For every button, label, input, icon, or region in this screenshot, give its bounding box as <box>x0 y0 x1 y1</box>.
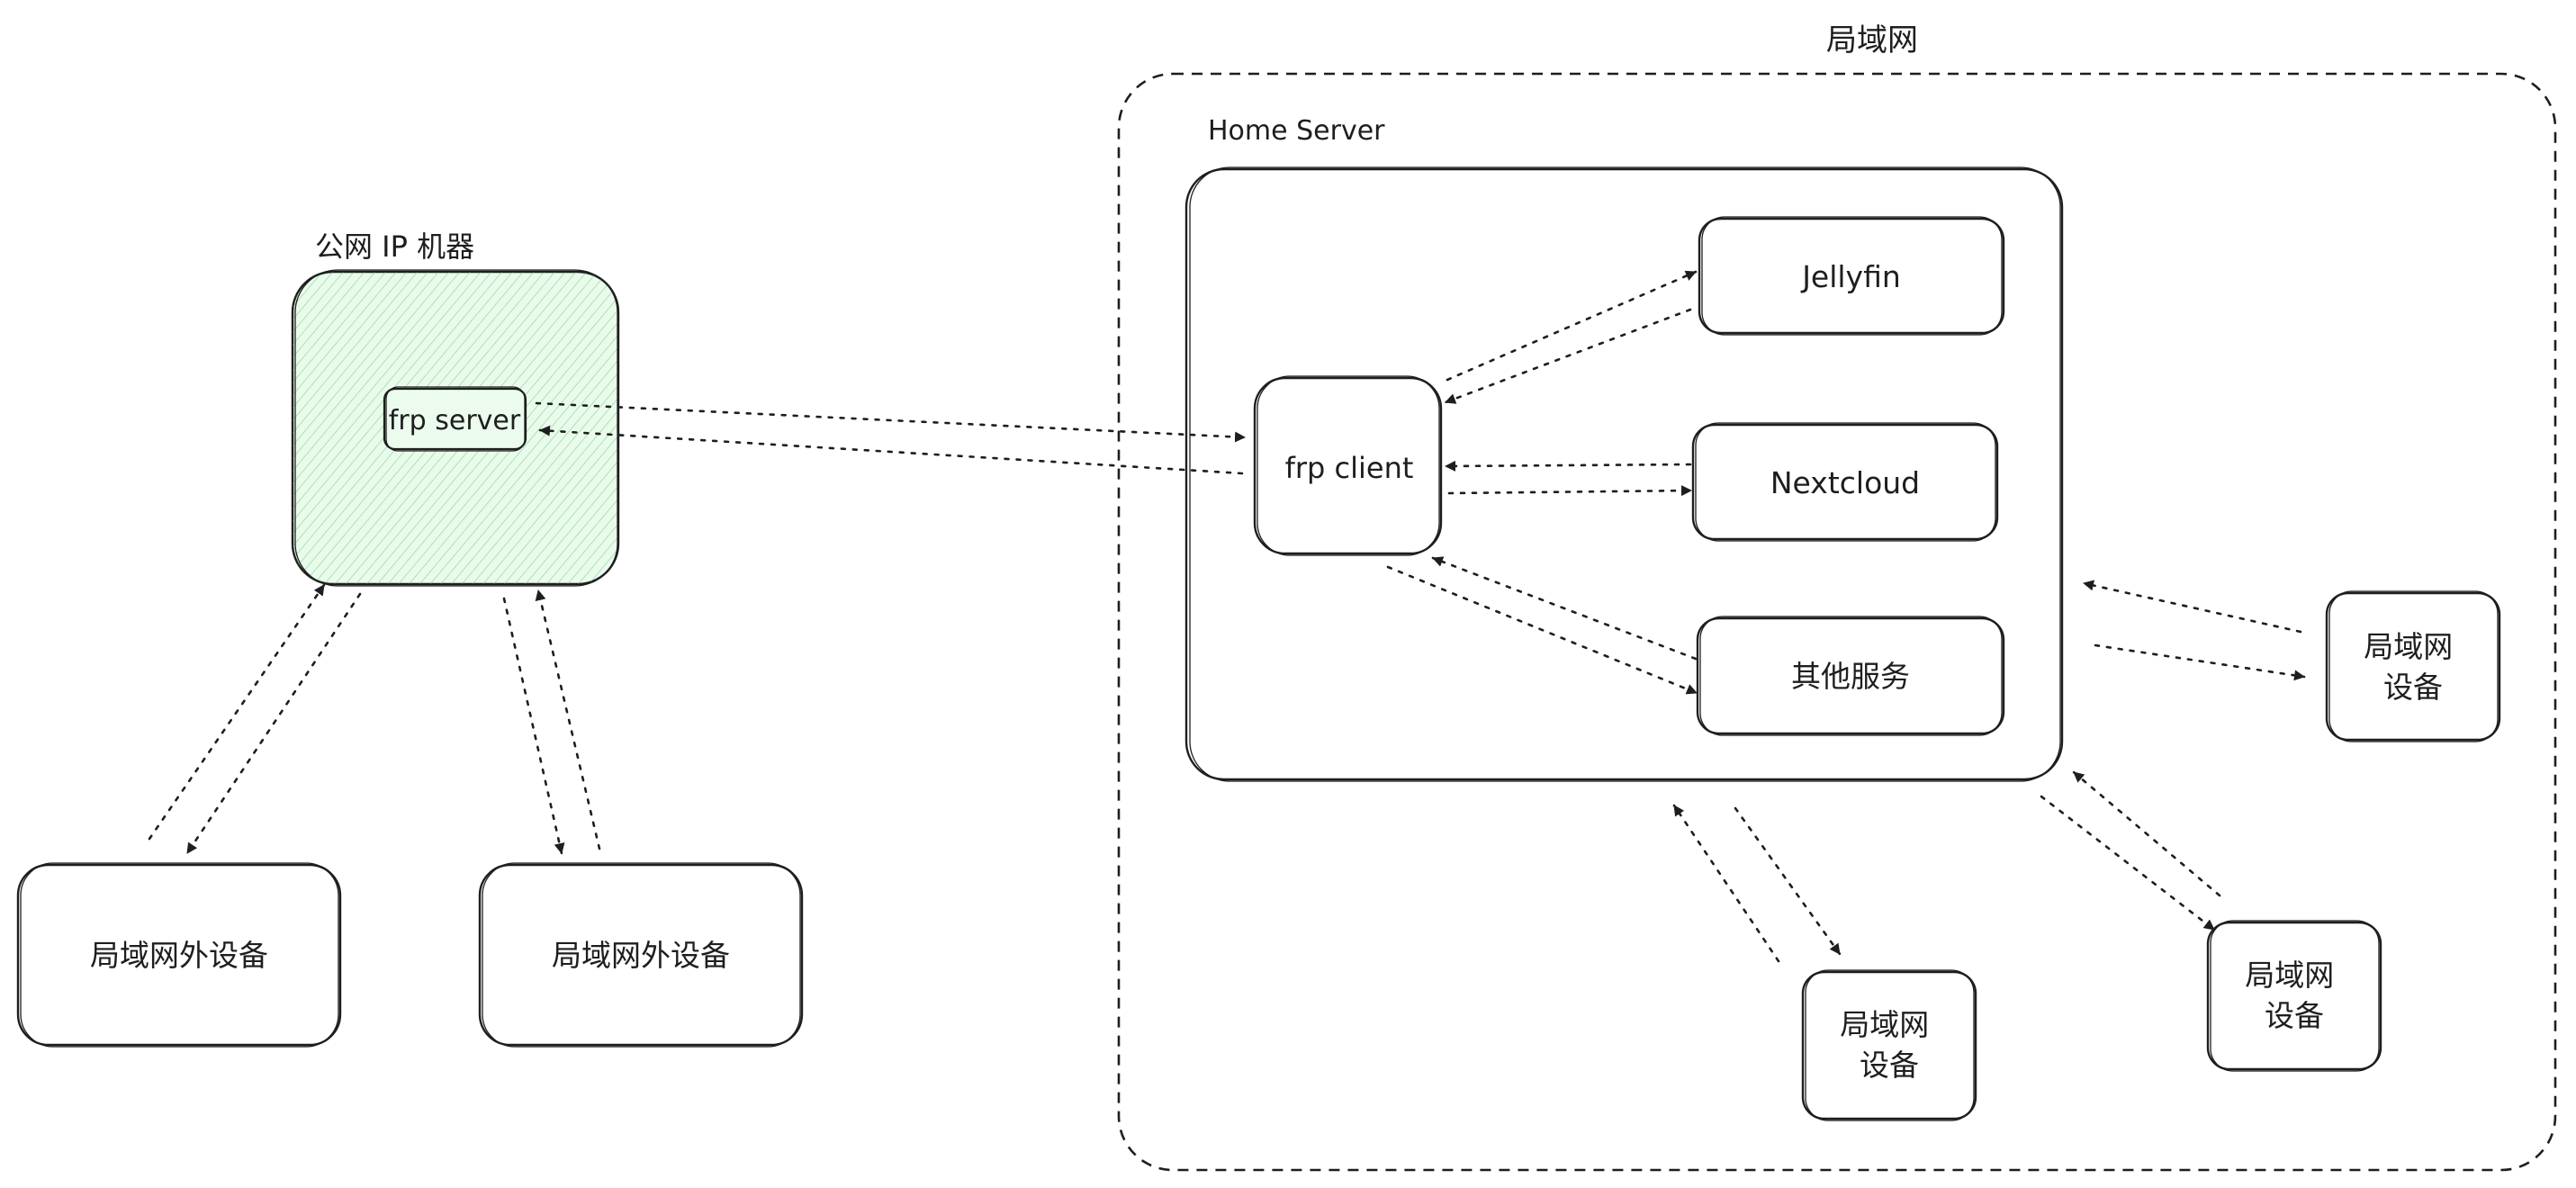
lan-device-bottom-right-line-1: 局域网 <box>2245 958 2334 993</box>
external-device-2[interactable]: 局域网外设备 <box>478 862 804 1048</box>
frp-server-label: frp server <box>389 405 521 436</box>
external-device-1-box-sketch <box>20 862 339 1048</box>
lan-device-bottom-line-2: 设备 <box>1860 1048 1919 1083</box>
public-machine-box-sketch <box>294 269 618 587</box>
home-server-box-sketch <box>1189 166 2061 782</box>
frp-client-label: frp client <box>1285 451 1414 485</box>
jellyfin-label: Jellyfin <box>1800 259 1901 294</box>
arrow-home-server-to-lan-device-right <box>2094 644 2306 681</box>
lan-device-bottom-box[interactable] <box>1801 970 1977 1120</box>
external-device-1-label: 局域网外设备 <box>90 938 268 973</box>
lan-device-right-line-2: 设备 <box>2383 670 2443 705</box>
arrow-home-server-to-lan-device-bottom-right <box>2040 795 2216 932</box>
lan-device-right-line-1: 局域网 <box>2364 629 2453 664</box>
other-services-box[interactable] <box>1696 616 2005 735</box>
arrow-home-server-to-lan-device-bottom <box>1734 806 1842 956</box>
arrow-frpclient-to-other-services <box>1386 565 1698 695</box>
lan-device-bottom-box-sketch <box>1805 969 1975 1121</box>
frp-client[interactable]: frp client <box>1253 375 1443 556</box>
external-device-1[interactable]: 局域网外设备 <box>16 862 342 1048</box>
lan-boundary <box>1117 72 2557 1172</box>
lan-device-right-label: 局域网 设备 <box>2364 629 2463 705</box>
arrow-frpserver-to-frpclient <box>535 401 1247 443</box>
external-device-2-label: 局域网外设备 <box>552 938 730 973</box>
nextcloud-service[interactable]: Nextcloud <box>1691 422 1999 542</box>
arrow-lan-device-bottom-to-home-server <box>1672 804 1780 963</box>
lan-device-bottom-right[interactable]: 局域网 设备 <box>2206 920 2382 1072</box>
public-machine-label: 公网 IP 机器 <box>315 230 474 264</box>
external-device-2-box[interactable] <box>478 863 804 1047</box>
arrow-external-device-2-to-public <box>535 589 601 850</box>
lan-device-right[interactable]: 局域网 设备 <box>2325 590 2501 742</box>
lan-zone: 局域网 <box>1117 22 2557 1172</box>
arrow-frpclient-to-jellyfin <box>1446 270 1698 382</box>
arrow-frpclient-to-nextcloud <box>1447 485 1693 497</box>
lan-device-bottom-right-box-sketch <box>2210 920 2380 1072</box>
home-server-label: Home Server <box>1208 115 1385 147</box>
jellyfin-service[interactable]: Jellyfin <box>1698 216 2005 336</box>
lan-device-bottom-line-1: 局域网 <box>1840 1007 1929 1042</box>
nextcloud-box-sketch <box>1695 422 1996 542</box>
arrow-public-to-external-device-2 <box>502 597 565 855</box>
frp-server-box-sketch <box>385 386 526 452</box>
arrow-lan-device-right-to-home-server <box>2082 580 2302 634</box>
jellyfin-box-sketch <box>1701 216 2003 336</box>
frp-client-box[interactable] <box>1253 376 1443 555</box>
other-services-label: 其他服务 <box>1791 659 1910 694</box>
lan-device-right-box-sketch <box>2328 590 2499 742</box>
other-services[interactable]: 其他服务 <box>1696 616 2005 736</box>
connections <box>148 270 2306 963</box>
arrow-jellyfin-to-frpclient <box>1444 308 1692 404</box>
arrow-public-to-external-device-1 <box>185 592 362 855</box>
lan-device-bottom[interactable]: 局域网 设备 <box>1801 969 1977 1121</box>
frp-server-box[interactable] <box>383 387 527 451</box>
arrow-other-services-to-frpclient <box>1431 556 1698 661</box>
jellyfin-box[interactable] <box>1698 217 2005 335</box>
lan-device-bottom-label: 局域网 设备 <box>1840 1007 1939 1083</box>
external-device-2-box-sketch <box>482 862 801 1048</box>
arrow-external-device-1-to-public <box>148 583 326 841</box>
lan-device-bottom-right-box[interactable] <box>2206 921 2382 1071</box>
arrow-lan-device-bottom-right-to-home-server <box>2072 770 2221 897</box>
nextcloud-label: Nextcloud <box>1770 465 1920 500</box>
lan-device-right-box[interactable] <box>2325 591 2501 742</box>
nextcloud-box[interactable] <box>1691 423 1999 541</box>
frp-server[interactable]: frp server <box>383 386 527 452</box>
lan-device-bottom-right-line-2: 设备 <box>2265 998 2324 1033</box>
lan-device-bottom-right-label: 局域网 设备 <box>2245 958 2344 1033</box>
other-services-box-sketch <box>1699 616 2003 736</box>
frp-client-box-sketch <box>1256 375 1440 556</box>
lan-zone-label: 局域网 <box>1826 22 1918 58</box>
arrow-frpclient-to-frpserver <box>538 425 1244 475</box>
external-device-1-box[interactable] <box>16 863 342 1047</box>
